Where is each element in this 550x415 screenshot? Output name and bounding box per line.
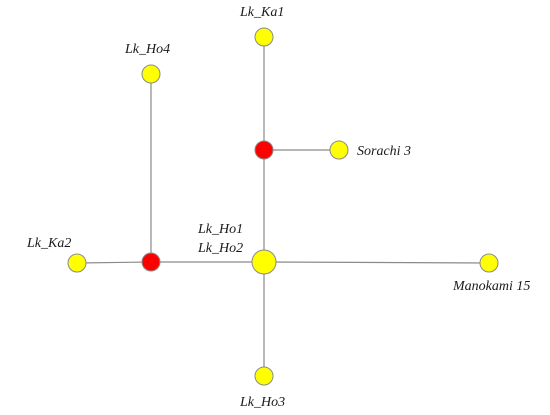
node-lk-ka2 (67, 253, 87, 273)
node-manokami15 (479, 253, 499, 273)
label-lk-ho2: Lk_Ho2 (197, 241, 243, 256)
edge-ho1ho2-manokami15 (263, 261, 490, 264)
node-lk-ho1-ho2 (251, 249, 277, 275)
node-lk-ho3 (254, 366, 274, 386)
edge-ka2-mvleft (76, 261, 152, 264)
node-median-vector-left (141, 252, 161, 272)
node-lk-ka1 (254, 27, 274, 47)
label-lk-ka2: Lk_Ka2 (26, 236, 71, 251)
node-sorachi3 (329, 140, 349, 160)
label-sorachi3: Sorachi 3 (357, 144, 411, 159)
network-labels: Lk_Ka1 Lk_Ho4 Sorachi 3 Lk_Ka2 Lk_Ho1 Lk… (26, 5, 530, 410)
node-lk-ho4 (141, 64, 161, 84)
label-lk-ka1: Lk_Ka1 (239, 5, 284, 20)
label-manokami15: Manokami 15 (452, 279, 530, 294)
label-lk-ho4: Lk_Ho4 (124, 42, 170, 57)
network-edges (76, 37, 490, 376)
network-nodes (67, 27, 499, 386)
label-lk-ho1: Lk_Ho1 (197, 222, 243, 237)
label-lk-ho3: Lk_Ho3 (239, 395, 285, 410)
node-median-vector-upper (254, 140, 274, 160)
